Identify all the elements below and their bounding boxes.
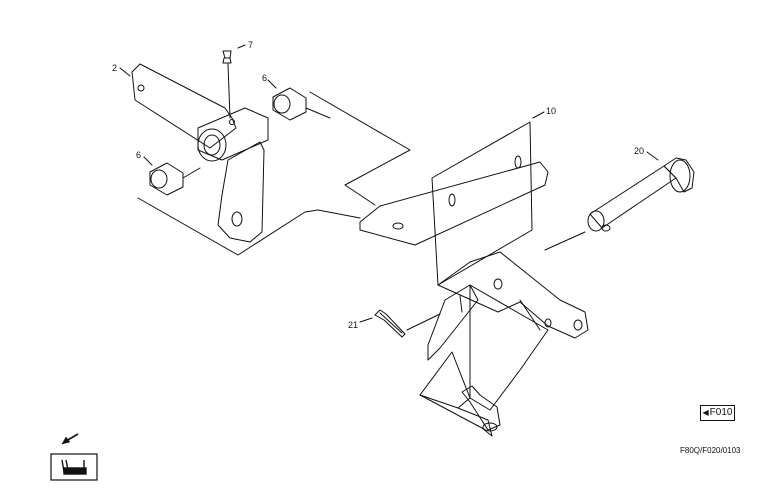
- assembly-outline: [137, 91, 411, 256]
- callout-6-upper: 6: [262, 73, 267, 83]
- left-triangle-icon: ◀: [702, 408, 709, 417]
- part-2-lever: [131, 63, 269, 243]
- reference-link-f010[interactable]: ◀F010: [700, 405, 735, 421]
- part-10-bracket: [359, 121, 589, 437]
- callout-21: 21: [348, 320, 358, 330]
- part-6-bushing-upper: [272, 87, 331, 121]
- part-6-bushing-lower: [149, 162, 201, 196]
- seat-pedal-nav-icon[interactable]: [48, 432, 100, 482]
- down-left-arrow-icon: [61, 433, 79, 445]
- callout-2: 2: [112, 63, 117, 73]
- document-code: F80Q/F020/0103: [680, 446, 741, 455]
- leader-lines: [119, 44, 659, 323]
- part-7-grease-nipple: [222, 50, 232, 119]
- callout-10: 10: [546, 106, 556, 116]
- callout-20: 20: [634, 146, 644, 156]
- callout-6-lower: 6: [136, 150, 141, 160]
- part-20-pivot-pin: [544, 157, 695, 251]
- part-21-cotter-pin: [374, 309, 441, 338]
- callout-7: 7: [248, 40, 253, 50]
- reference-label: F010: [709, 407, 733, 418]
